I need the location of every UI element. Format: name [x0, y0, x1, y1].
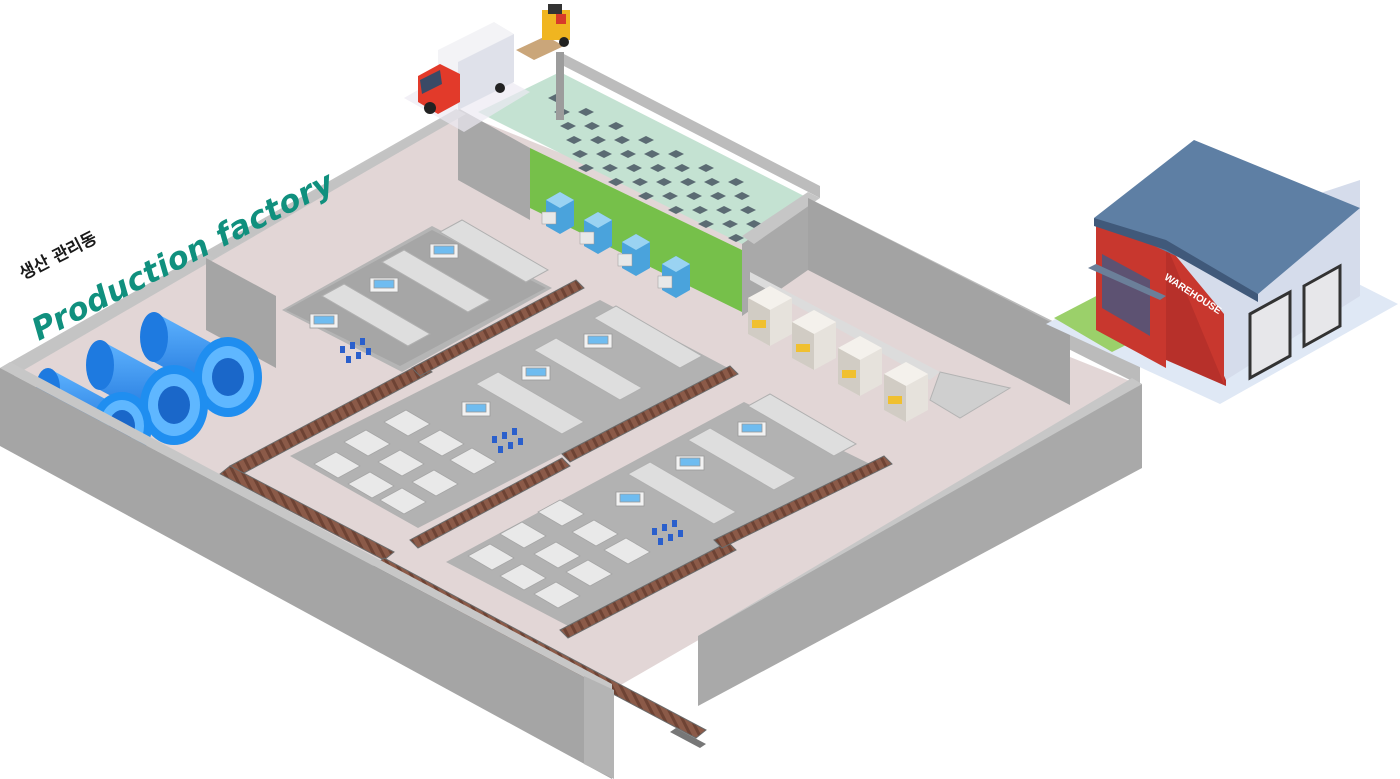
- skylight: [638, 136, 654, 144]
- skylight: [686, 192, 702, 200]
- inner-room-wall: [742, 198, 808, 316]
- blue-bins: [340, 338, 683, 545]
- tank-room-top: [206, 110, 466, 258]
- skylight: [698, 164, 714, 172]
- skylight: [698, 220, 714, 228]
- skylight: [728, 178, 744, 186]
- skylight: [734, 192, 750, 200]
- skylight: [692, 206, 708, 214]
- skylight: [620, 150, 636, 158]
- zone-1: [282, 226, 552, 372]
- skylight: [632, 178, 648, 186]
- forklift-icon: [516, 4, 570, 60]
- skylight: [626, 164, 642, 172]
- skylight: [596, 150, 612, 158]
- inner-room-top: [742, 192, 820, 244]
- office-machines: [541, 192, 690, 298]
- skylight: [650, 164, 666, 172]
- skylight: [608, 122, 624, 130]
- skylight: [608, 178, 624, 186]
- skylight: [662, 192, 678, 200]
- stairs: [929, 371, 1012, 419]
- skylight: [656, 178, 672, 186]
- warehouse-icon: [1046, 140, 1398, 404]
- storage-room-side: [808, 198, 1070, 405]
- skylight: [716, 206, 732, 214]
- skylight: [728, 234, 744, 242]
- front-left-wall-top: [0, 362, 612, 692]
- truck-icon: [404, 22, 530, 132]
- skylight: [722, 220, 738, 228]
- skylight: [740, 206, 756, 214]
- skylight: [674, 164, 690, 172]
- front-left-wall-end: [584, 676, 614, 779]
- skylight: [566, 136, 582, 144]
- skylight: [638, 192, 654, 200]
- trays: [313, 409, 651, 609]
- skylight: [590, 136, 606, 144]
- skylight: [668, 150, 684, 158]
- cabinets: [748, 286, 928, 422]
- skylight: [584, 122, 600, 130]
- process-lines: [320, 219, 858, 525]
- skylight: [578, 108, 594, 116]
- skylight: [644, 150, 660, 158]
- skylight: [680, 178, 696, 186]
- skylight: [602, 164, 618, 172]
- skylight: [560, 122, 576, 130]
- tubs: [309, 243, 767, 507]
- tank-room-wall: [206, 258, 276, 368]
- skylight: [668, 206, 684, 214]
- front-right-wall: [698, 384, 1142, 706]
- skylight: [614, 136, 630, 144]
- office-left-wall: [458, 108, 530, 220]
- exit-conveyor-end: [670, 728, 706, 748]
- skylight: [710, 192, 726, 200]
- skylight: [578, 164, 594, 172]
- skylight: [704, 178, 720, 186]
- office-back-wall: [560, 52, 820, 198]
- storage-divider: [750, 272, 940, 380]
- skylight: [572, 150, 588, 158]
- front-left-wall: [0, 368, 612, 779]
- zone-3: [446, 402, 870, 628]
